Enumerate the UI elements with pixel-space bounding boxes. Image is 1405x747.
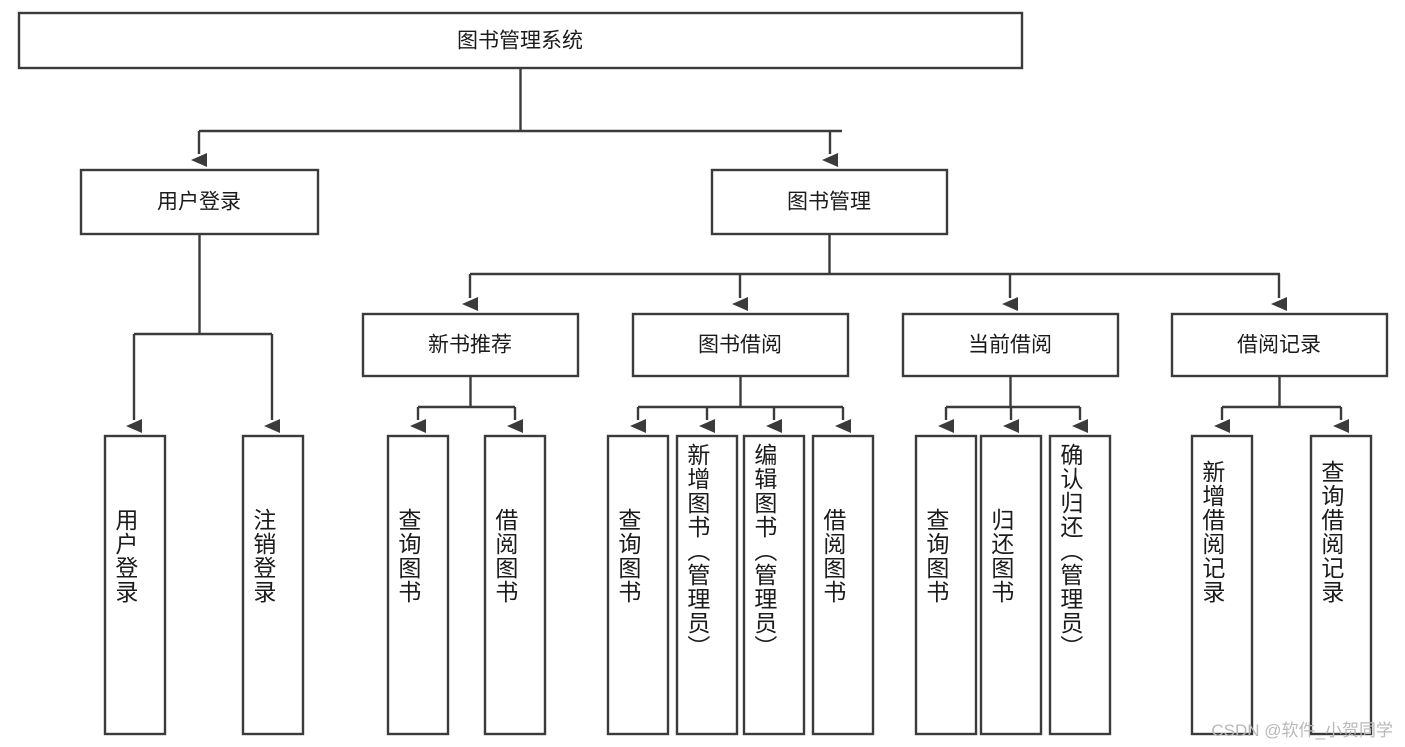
node-current-borrow[interactable]: 当前借阅: [901, 312, 1120, 378]
leaf-edit-book[interactable]: [742, 434, 806, 736]
connector-newbook-to-leaves: [410, 376, 523, 433]
leaf-add-record[interactable]: [1190, 434, 1254, 736]
node-root-label: 图书管理系统: [457, 30, 583, 53]
connector-userlogin-to-leaves: [126, 234, 280, 433]
node-new-book-recommend-label: 新书推荐: [428, 334, 512, 357]
watermark-text: CSDN @软件_小贺同学: [1211, 721, 1393, 740]
node-book-management-label: 图书管理: [787, 191, 871, 214]
node-book-borrow-label: 图书借阅: [698, 334, 782, 357]
leaf-add-book[interactable]: [675, 434, 739, 736]
leaf-query-book-2[interactable]: [606, 434, 670, 736]
node-current-borrow-label: 当前借阅: [968, 334, 1052, 357]
node-new-book-recommend[interactable]: 新书推荐: [361, 312, 580, 378]
leaf-query-book-3[interactable]: [914, 434, 978, 736]
leaf-confirm-return[interactable]: [1048, 434, 1112, 736]
leaf-logout[interactable]: [241, 434, 305, 736]
node-root[interactable]: 图书管理系统: [17, 11, 1024, 70]
leaf-return-book[interactable]: [979, 434, 1043, 736]
leaf-borrow-book-1[interactable]: [483, 434, 547, 736]
connector-currentborrow-to-leaves: [938, 376, 1088, 433]
node-user-login[interactable]: 用户登录: [79, 168, 320, 236]
connector-borrowrecord-to-leaves: [1214, 376, 1349, 433]
node-borrow-record-label: 借阅记录: [1237, 334, 1321, 357]
leaf-query-record[interactable]: [1309, 434, 1373, 736]
connector-root-to-level1: [191, 68, 842, 167]
node-borrow-record[interactable]: 借阅记录: [1170, 312, 1389, 378]
node-user-login-label: 用户登录: [157, 191, 241, 214]
leaf-borrow-book-2[interactable]: [811, 434, 875, 736]
node-book-borrow[interactable]: 图书借阅: [631, 312, 850, 378]
leaf-user-login[interactable]: [103, 434, 167, 736]
node-book-management[interactable]: 图书管理: [710, 168, 949, 236]
connector-bookborrow-to-leaves: [630, 376, 851, 433]
leaf-query-book-1[interactable]: [386, 434, 450, 736]
connector-bookmgmt-to-level2: [462, 234, 1287, 311]
